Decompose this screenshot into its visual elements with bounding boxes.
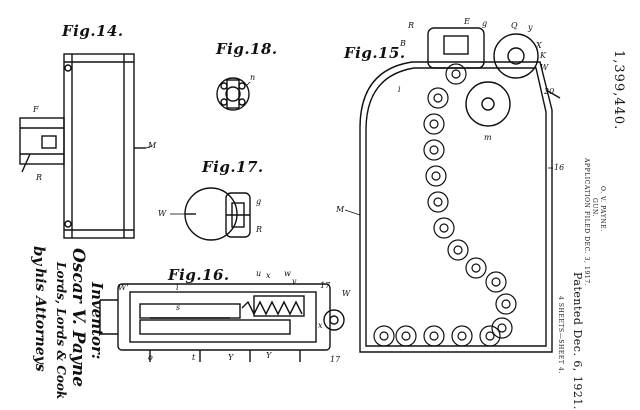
ref-y-top: y — [528, 23, 533, 32]
ref-m-drum: m — [484, 133, 492, 142]
ref-w-right: W — [342, 289, 351, 298]
ref-i-fig16: i — [176, 283, 179, 292]
ref-r-top: R — [408, 21, 415, 30]
ref-m-mag: M — [336, 205, 345, 214]
ref-e-top: E — [464, 17, 470, 26]
fig17-drawing — [184, 187, 251, 241]
ref-r-fig14: R — [36, 173, 43, 182]
attorneys-firm: Lords, Lords & Cook — [54, 262, 68, 400]
ref-17a: 17 — [320, 281, 331, 290]
ref-i-top: i — [398, 85, 401, 94]
cartridge-chain — [373, 63, 517, 347]
ref-g-fig17: g — [256, 197, 262, 206]
ref-y-lower2: Y — [266, 351, 272, 360]
ref-20: 20 — [544, 87, 555, 96]
ref-q: Q — [511, 21, 518, 30]
fig15-label: Fig.15. — [344, 44, 406, 62]
fig18-label: Fig.18. — [216, 40, 278, 58]
fig14-drawing — [19, 53, 146, 239]
patent-subject: GUN. — [591, 198, 598, 218]
ref-16: 16 — [554, 163, 565, 172]
fig16-drawing — [99, 283, 345, 362]
ref-x-lower: x — [318, 321, 323, 330]
ref-w-top: W — [540, 63, 549, 72]
ref-o-lower: o — [148, 353, 153, 362]
ref-t-lower: t — [192, 353, 196, 362]
ref-f: F — [33, 105, 39, 114]
ref-y-lower: Y — [228, 353, 234, 362]
leader-lines — [145, 81, 553, 216]
fig14-label: Fig.14. — [62, 22, 124, 40]
fig17-label: Fig.17. — [202, 158, 264, 176]
fig15-drawing — [359, 27, 561, 353]
inventor-label: Inventor: — [88, 282, 106, 360]
ref-r-fig17: R — [256, 225, 263, 234]
ref-x-fig16: x — [266, 271, 271, 280]
ref-x-top: X — [536, 41, 542, 50]
fig16-label: Fig.16. — [168, 266, 230, 284]
ref-w-fig16: w — [284, 269, 291, 278]
ref-w-fig17: W — [158, 209, 167, 218]
ref-w-prime: W' — [118, 283, 129, 292]
patent-date: Patented Dec. 6, 1921. — [571, 272, 584, 410]
ref-v-fig16: v — [292, 277, 297, 286]
inventor-signature: Oscar V. Payne — [68, 248, 88, 388]
patent-filed: APPLICATION FILED DEC. 3, 1917. — [583, 158, 590, 287]
ref-s-fig16: s — [176, 303, 181, 312]
ref-n: n — [250, 73, 256, 82]
his-attorneys: his Attorneys — [32, 268, 48, 372]
ref-b-top: B — [400, 39, 406, 48]
ref-k: K — [540, 51, 546, 60]
ref-g-top: g — [482, 19, 488, 28]
by-label: by — [30, 246, 48, 266]
patent-sheets: 4 SHEETS—SHEET 4. — [557, 296, 564, 374]
ref-m-left: M — [148, 141, 157, 150]
patent-number: 1,399,440. — [611, 50, 626, 131]
fig18-drawing — [216, 77, 250, 111]
ref-u-fig16: u — [256, 269, 262, 278]
patent-inventor-name: O. V. PAYNE. — [599, 186, 606, 232]
ref-17b: 17 — [330, 355, 341, 364]
